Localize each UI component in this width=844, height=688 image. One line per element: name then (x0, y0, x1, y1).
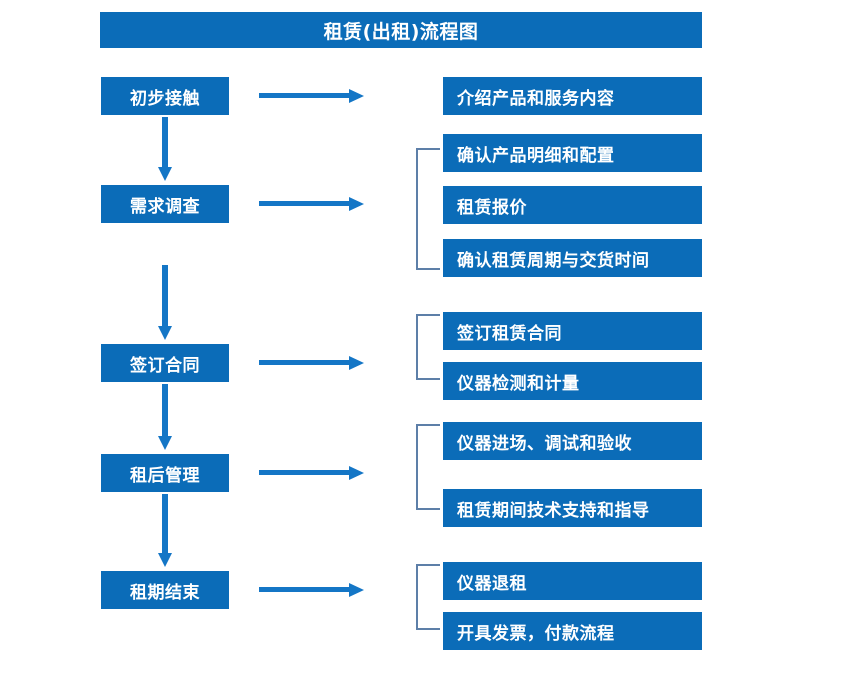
stage-sign-contract[interactable]: 签订合同 (101, 344, 229, 382)
detail-confirm-period[interactable]: 确认租赁周期与交货时间 (443, 239, 702, 277)
horizontal-arrow-icon-4 (259, 465, 365, 481)
group-bracket-icon-needs-survey (415, 148, 441, 270)
stage-lease-end[interactable]: 租期结束 (101, 571, 229, 609)
detail-instrument-return[interactable]: 仪器退租 (443, 562, 702, 600)
group-bracket-icon-sign-contract (415, 314, 441, 380)
detail-label: 租赁报价 (457, 197, 527, 218)
detail-introduce-products[interactable]: 介绍产品和服务内容 (443, 77, 702, 115)
stage-label: 签订合同 (130, 355, 200, 376)
detail-label: 租赁期间技术支持和指导 (457, 500, 650, 521)
vertical-arrow-icon-1 (157, 117, 173, 183)
group-bracket-icon-lease-end (415, 564, 441, 630)
vertical-arrow-icon-3 (157, 384, 173, 452)
diagram-title: 租赁(出租)流程图 (323, 20, 479, 43)
detail-rental-quote[interactable]: 租赁报价 (443, 186, 702, 224)
stage-label: 租期结束 (130, 582, 200, 603)
detail-label: 仪器检测和计量 (457, 373, 580, 394)
stage-needs-survey[interactable]: 需求调查 (101, 185, 229, 223)
detail-confirm-spec[interactable]: 确认产品明细和配置 (443, 134, 702, 172)
stage-post-rental-mgmt[interactable]: 租后管理 (101, 454, 229, 492)
detail-label: 确认租赁周期与交货时间 (457, 250, 650, 271)
diagram-title-bar: 租赁(出租)流程图 (100, 12, 702, 48)
horizontal-arrow-icon-5 (259, 582, 365, 598)
detail-label: 介绍产品和服务内容 (457, 88, 615, 109)
stage-label: 初步接触 (130, 88, 200, 109)
horizontal-arrow-icon-2 (259, 196, 365, 212)
detail-tech-support[interactable]: 租赁期间技术支持和指导 (443, 489, 702, 527)
stage-initial-contact[interactable]: 初步接触 (101, 77, 229, 115)
detail-label: 仪器退租 (457, 573, 527, 594)
group-bracket-icon-post-rental (415, 424, 441, 510)
detail-label: 确认产品明细和配置 (457, 145, 615, 166)
detail-sign-rental-contract[interactable]: 签订租赁合同 (443, 312, 702, 350)
detail-inspect-measure[interactable]: 仪器检测和计量 (443, 362, 702, 400)
detail-label: 仪器进场、调试和验收 (457, 433, 632, 454)
detail-label: 签订租赁合同 (457, 323, 562, 344)
vertical-arrow-icon-2 (157, 265, 173, 342)
horizontal-arrow-icon-3 (259, 355, 365, 371)
detail-label: 开具发票，付款流程 (457, 623, 615, 644)
detail-invoice-payment[interactable]: 开具发票，付款流程 (443, 612, 702, 650)
stage-label: 需求调查 (130, 196, 200, 217)
stage-label: 租后管理 (130, 465, 200, 486)
horizontal-arrow-icon-1 (259, 88, 365, 104)
vertical-arrow-icon-4 (157, 494, 173, 569)
detail-delivery-acceptance[interactable]: 仪器进场、调试和验收 (443, 422, 702, 460)
